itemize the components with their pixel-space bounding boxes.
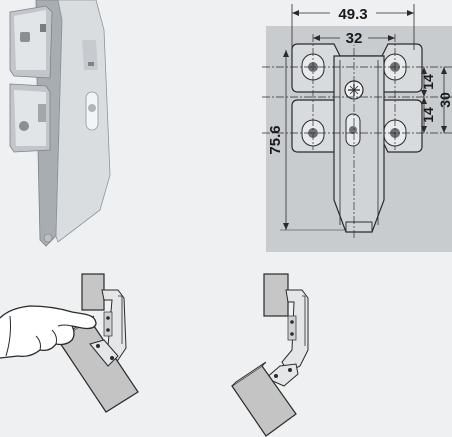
- dimension-spacing-upper: 14: [420, 67, 436, 97]
- dimension-spacing-lower: 14: [420, 97, 436, 133]
- door-open-hinge: [231, 273, 309, 437]
- hinge-photo: [9, 0, 111, 247]
- dimension-label-14-lower: 14: [420, 107, 436, 123]
- dimension-label-14-upper: 14: [420, 74, 436, 90]
- mounting-plate-drawing: 49.3 32 14 14 30: [262, 4, 452, 252]
- dimension-height-right: 30: [437, 67, 452, 133]
- dimension-width-outer: 49.3: [291, 4, 415, 50]
- dimension-height-left: 75.6: [267, 50, 346, 231]
- hand-icon: [0, 305, 97, 359]
- dimension-label-32: 32: [346, 30, 363, 47]
- dimension-width-inner: 32: [313, 29, 395, 47]
- dimension-label-49-3: 49.3: [338, 6, 367, 23]
- door-push-illustration: [0, 273, 139, 413]
- dimension-label-75-6: 75.6: [267, 125, 284, 154]
- dimension-label-30: 30: [437, 92, 452, 108]
